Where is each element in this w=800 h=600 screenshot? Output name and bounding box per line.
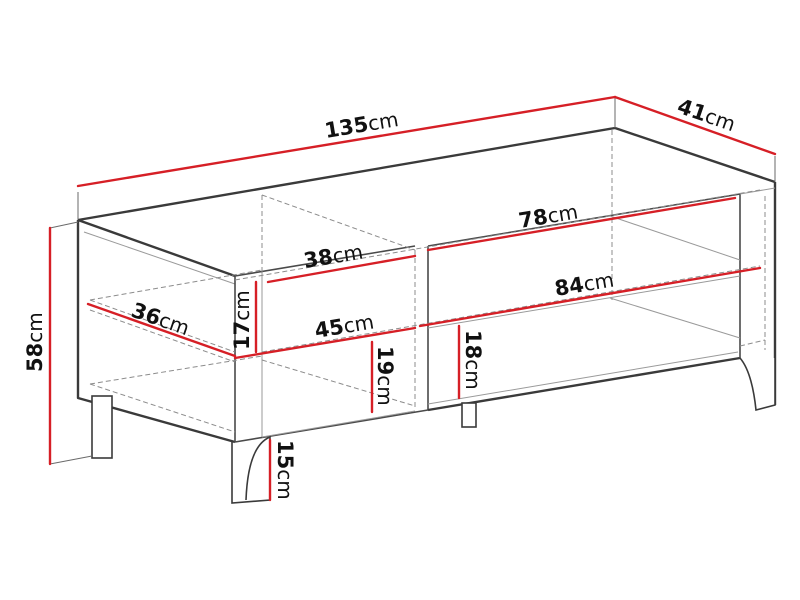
back-diagonal-hidden-2: [261, 359, 416, 407]
right-module-bottom: [427, 356, 741, 412]
left-shelf-side-hidden-2: [89, 309, 236, 363]
dim-line-38: [266, 254, 417, 284]
label-right-shelf-width: 84cm: [553, 267, 616, 301]
leg-front-left: [231, 435, 271, 504]
label-right-bottom-height: 18cm: [461, 330, 485, 390]
label-shelf-depth: 36cm: [128, 298, 192, 340]
shelf-back-hidden: [261, 265, 761, 353]
dim-line-84: [418, 266, 762, 328]
label-leg-height: 15cm: [273, 440, 297, 500]
top-left-front-edge: [77, 218, 236, 278]
left-module-bottom: [234, 409, 429, 443]
top-inner-hidden: [234, 189, 761, 281]
left-shelf-back-hidden: [89, 269, 263, 301]
top-front-edge: [77, 126, 616, 222]
dim-line-width: [76, 95, 617, 188]
right-inner-persp-1: [609, 215, 741, 261]
label-left-shelf-width: 45cm: [313, 309, 376, 343]
left-module-bottom-inner: [261, 410, 416, 438]
right-module-bottom-inner: [427, 351, 739, 405]
label-overall-height: 58cm: [23, 312, 47, 372]
leg-middle: [461, 402, 477, 428]
back-diagonal-hidden: [261, 194, 416, 251]
dim-line-depth: [613, 95, 777, 156]
top-inner-line: [83, 231, 236, 285]
label-overall-width: 135cm: [323, 107, 400, 143]
bottom-back-hidden: [89, 355, 263, 385]
dim-line-45: [233, 326, 417, 360]
left-front-outline: [76, 220, 236, 444]
left-shelf-side-hidden: [89, 299, 236, 353]
dim-line-36: [86, 302, 237, 358]
dimension-lines: [48, 95, 777, 502]
height-ext-bottom: [49, 455, 93, 465]
label-left-top-width: 38cm: [302, 239, 365, 273]
label-left-top-height: 17cm: [230, 290, 254, 350]
left-module-top: [234, 245, 416, 277]
height-ext-top: [49, 221, 79, 229]
right-bottom-hidden: [739, 339, 766, 347]
right-top-corner: [739, 187, 776, 195]
cabinet-body: [76, 98, 777, 444]
right-inner-persp-2: [609, 297, 741, 339]
right-shelf-front: [427, 275, 741, 329]
leg-front-right: [739, 357, 776, 412]
extension-lines: [49, 221, 93, 465]
top-face: [78, 98, 775, 276]
label-left-bottom-height: 19cm: [373, 346, 397, 406]
bottom-shelf-hidden: [89, 383, 236, 433]
legs: [91, 357, 776, 504]
top-right-edge: [614, 126, 776, 184]
dim-line-78: [426, 196, 737, 252]
label-right-top-width: 78cm: [517, 199, 580, 233]
leg-back-left: [91, 395, 113, 459]
